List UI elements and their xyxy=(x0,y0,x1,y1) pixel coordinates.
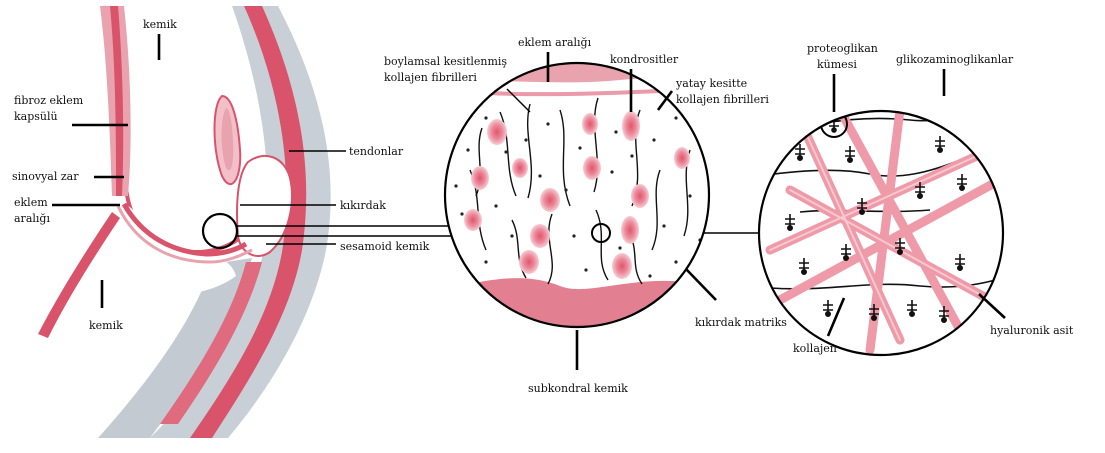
label-fibroz-2: kapsülü xyxy=(14,110,58,123)
label-kemik-bottom: kemik xyxy=(89,319,123,332)
label-proteoglikan-1: proteoglikan xyxy=(807,42,878,55)
label-yatay-2: kollajen fibrilleri xyxy=(676,93,769,106)
label-sinovyal: sinovyal zar xyxy=(12,170,79,183)
label-hyaluronik: hyaluronik asit xyxy=(990,324,1074,337)
label-yatay-1: yatay kesitte xyxy=(675,77,747,90)
cartilage-detail xyxy=(440,60,710,340)
label-kollajen: kollajen xyxy=(793,342,837,355)
label-eklem-araligi-left-1: eklem xyxy=(14,196,48,209)
label-glikozaminoglikanlar: glikozaminoglikanlar xyxy=(896,53,1014,66)
label-kikirdak: kıkırdak xyxy=(340,199,386,212)
zoom-marker-left xyxy=(203,214,237,248)
label-boylamsal-1: boylamsal kesitlenmiş xyxy=(384,55,507,68)
label-kondrositler: kondrositler xyxy=(610,53,679,66)
label-tendonlar: tendonlar xyxy=(349,145,404,158)
label-eklem-araligi-left-2: aralığı xyxy=(14,212,50,225)
label-eklem-araligi-top: eklem aralığı xyxy=(518,36,592,49)
label-sesamoid: sesamoid kemik xyxy=(340,240,430,253)
label-kemik-top: kemik xyxy=(143,18,177,31)
joint-anatomy xyxy=(38,6,331,438)
label-fibroz-1: fibroz eklem xyxy=(14,94,84,107)
label-subkondral: subkondral kemik xyxy=(528,382,628,395)
label-kikirdak-matriks: kıkırdak matriks xyxy=(695,316,787,329)
label-proteoglikan-2: kümesi xyxy=(817,58,857,71)
label-boylamsal-2: kollajen fibrilleri xyxy=(384,71,477,84)
molecular-detail xyxy=(759,95,1010,355)
gag-marker xyxy=(939,95,951,117)
